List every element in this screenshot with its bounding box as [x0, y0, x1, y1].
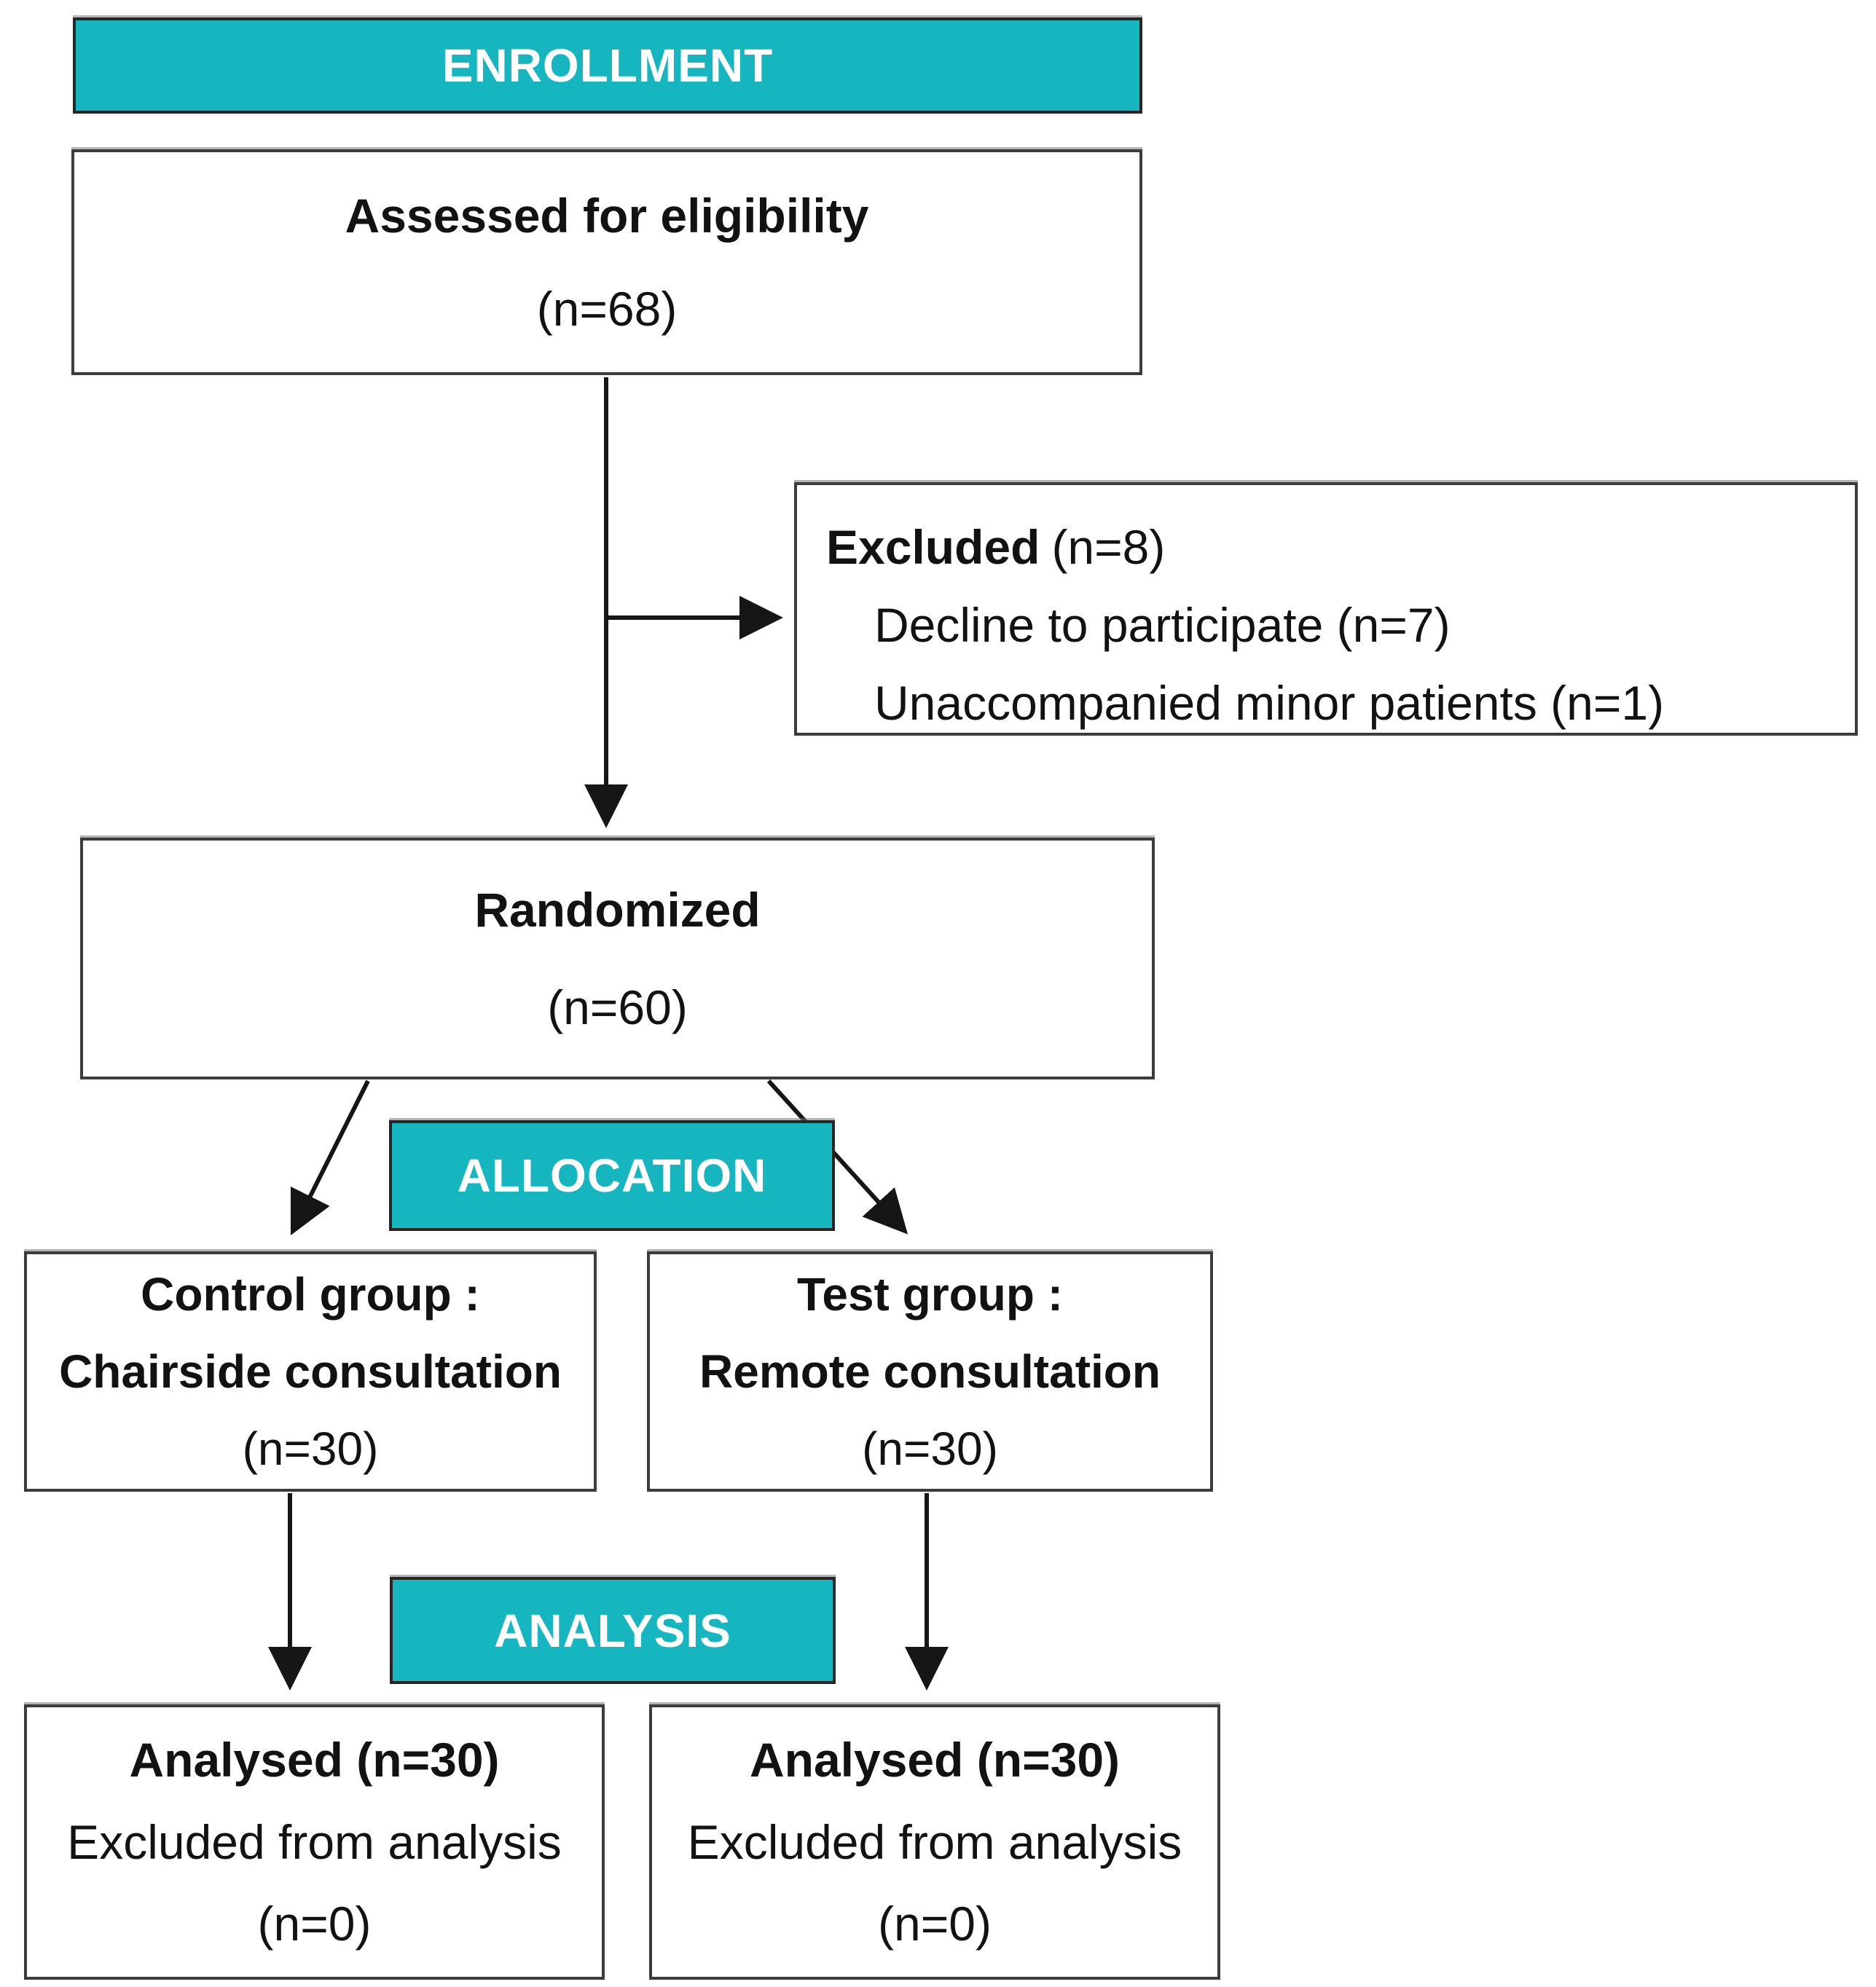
allocation-stage-label: ALLOCATION [457, 1149, 767, 1202]
randomized-box: Randomized (n=60) [80, 838, 1155, 1079]
control-group-subtitle: Chairside consultation [59, 1345, 562, 1398]
excluded-title-line: Excluded(n=8) [826, 508, 1165, 586]
analysed-test-count: (n=0) [878, 1897, 992, 1951]
arrow-randomized-to-control [290, 1079, 370, 1236]
assessed-count: (n=68) [536, 282, 678, 336]
excluded-title: Excluded [826, 520, 1040, 574]
test-group-box: Test group : Remote consultation (n=30) [647, 1251, 1213, 1492]
analysis-stage-label: ANALYSIS [494, 1604, 731, 1657]
analysed-control-count: (n=0) [257, 1897, 372, 1951]
analysed-control-box: Analysed (n=30) Excluded from analysis (… [24, 1704, 605, 1980]
analysed-test-title: Analysed (n=30) [749, 1733, 1121, 1787]
analysed-test-box: Analysed (n=30) Excluded from analysis (… [649, 1704, 1220, 1980]
test-group-subtitle: Remote consultation [699, 1345, 1161, 1398]
assessed-box: Assessed for eligibility (n=68) [71, 149, 1142, 375]
enrollment-stage-banner: ENROLLMENT [73, 17, 1142, 114]
analysis-stage-banner: ANALYSIS [390, 1577, 836, 1684]
excluded-box: Excluded(n=8) Decline to participate (n=… [794, 482, 1858, 736]
excluded-count: (n=8) [1051, 520, 1166, 574]
analysed-control-title: Analysed (n=30) [129, 1733, 500, 1787]
analysed-control-subtitle: Excluded from analysis [67, 1814, 562, 1869]
randomized-title: Randomized [474, 882, 761, 937]
allocation-stage-banner: ALLOCATION [389, 1120, 835, 1231]
randomized-count: (n=60) [547, 980, 688, 1034]
control-group-count: (n=30) [242, 1423, 379, 1475]
test-group-title: Test group : [797, 1268, 1063, 1321]
test-group-count: (n=30) [862, 1423, 998, 1475]
excluded-reason-2: Unaccompanied minor patients (n=1) [874, 675, 1665, 730]
excluded-reason-1: Decline to participate (n=7) [874, 597, 1451, 652]
enrollment-stage-label: ENROLLMENT [441, 39, 774, 92]
control-group-box: Control group : Chairside consultation (… [24, 1251, 597, 1492]
assessed-title: Assessed for eligibility [345, 188, 869, 243]
control-group-title: Control group : [141, 1268, 480, 1321]
analysed-test-subtitle: Excluded from analysis [687, 1814, 1182, 1869]
